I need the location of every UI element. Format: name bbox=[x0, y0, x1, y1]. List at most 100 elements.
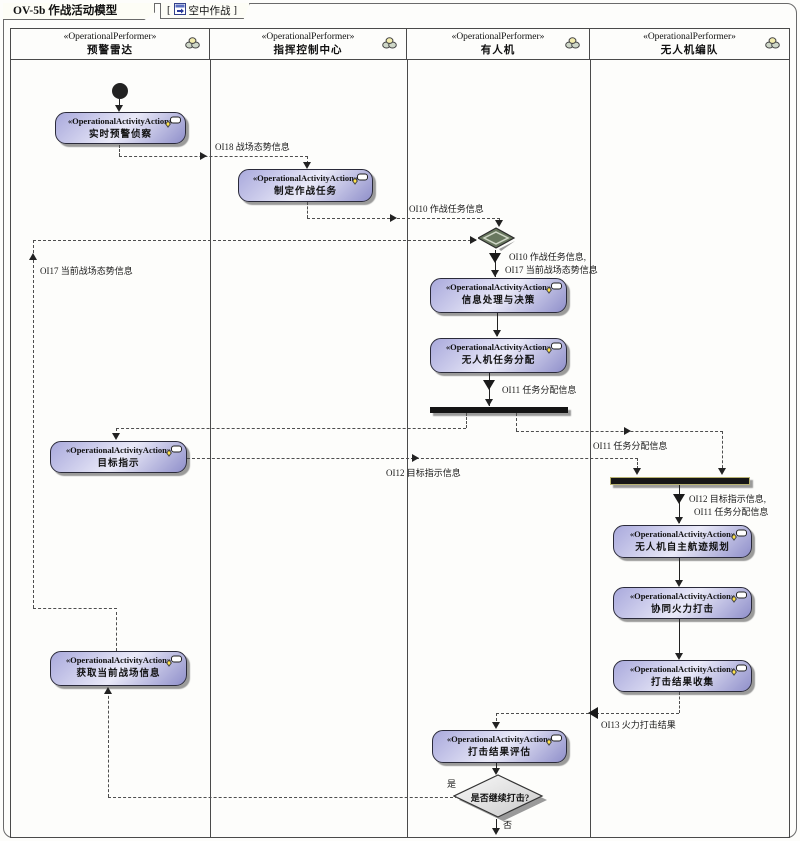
flow-line bbox=[116, 428, 466, 429]
activity-realtime-early-warning-recon[interactable]: «OperationalActivityAction» 实时预警侦察 bbox=[55, 112, 186, 144]
action-name: 无人机任务分配 bbox=[461, 356, 536, 366]
flow-line bbox=[116, 612, 117, 651]
flow-line bbox=[307, 156, 308, 164]
flow-label-oi10: OI10 作战任务信息 bbox=[409, 204, 484, 214]
performer-icon bbox=[185, 36, 200, 54]
action-name: 信息处理与决策 bbox=[461, 296, 536, 306]
flow-line bbox=[116, 428, 117, 437]
arrowhead bbox=[412, 454, 419, 462]
activity-get-current-battlefield-info[interactable]: «OperationalActivityAction» 获取当前战场信息 bbox=[50, 651, 187, 686]
arrowhead bbox=[675, 517, 683, 524]
lane-stereotype: «OperationalPerformer» bbox=[451, 32, 545, 42]
diagram-title: OV-5b 作战活动模型 bbox=[3, 3, 155, 20]
lane-name: 无人机编队 bbox=[660, 45, 719, 56]
flow-line bbox=[119, 145, 120, 156]
arrowhead bbox=[200, 152, 207, 160]
action-name: 制定作战任务 bbox=[273, 187, 337, 197]
activity-coordinated-fire-strike[interactable]: «OperationalActivityAction» 协同火力打击 bbox=[613, 587, 752, 619]
flow-line bbox=[307, 218, 500, 219]
flow-line bbox=[679, 619, 680, 657]
flow-label-join-line1: OI12 目标指示信息, bbox=[689, 494, 766, 504]
activity-uav-task-allocation[interactable]: «OperationalActivityAction» 无人机任务分配 bbox=[430, 338, 567, 373]
flow-label-oi12: OI12 目标指示信息 bbox=[386, 468, 461, 478]
flow-label-oi18: OI18 战场态势信息 bbox=[215, 142, 290, 152]
arrowhead bbox=[633, 468, 641, 475]
action-icon bbox=[164, 116, 181, 134]
action-stereotype: «OperationalActivityAction» bbox=[65, 445, 172, 455]
tab-label: 空中作战 bbox=[188, 6, 231, 17]
action-stereotype: «OperationalActivityAction» bbox=[629, 664, 736, 674]
arrowhead bbox=[588, 707, 598, 719]
flow-line bbox=[516, 413, 517, 431]
flow-line bbox=[516, 431, 723, 432]
arrowhead bbox=[495, 220, 503, 227]
arrowhead bbox=[115, 105, 123, 112]
flow-line bbox=[33, 240, 34, 608]
lane-header-manned-aircraft[interactable]: «OperationalPerformer» 有人机 bbox=[406, 28, 590, 60]
arrowhead bbox=[624, 427, 631, 435]
action-name: 目标指示 bbox=[97, 459, 140, 469]
arrowhead bbox=[491, 270, 499, 277]
activity-target-indication[interactable]: «OperationalActivityAction» 目标指示 bbox=[50, 441, 187, 473]
activity-diagram-icon bbox=[173, 3, 186, 18]
performer-icon bbox=[765, 36, 780, 54]
arrowhead bbox=[29, 253, 37, 260]
diagram-tab[interactable]: [ 空中作战 ] bbox=[160, 3, 250, 19]
flow-label-oi17: OI17 当前战场态势信息 bbox=[40, 266, 133, 276]
decision-node[interactable] bbox=[453, 773, 549, 823]
action-icon bbox=[730, 591, 747, 609]
arrowhead bbox=[470, 236, 477, 244]
activity-formulate-combat-mission[interactable]: «OperationalActivityAction» 制定作战任务 bbox=[238, 169, 373, 202]
lane-name: 有人机 bbox=[480, 45, 516, 56]
activity-uav-autonomous-path-planning[interactable]: «OperationalActivityAction» 无人机自主航迹规划 bbox=[613, 525, 752, 558]
flow-line bbox=[495, 250, 496, 277]
action-stereotype: «OperationalActivityAction» bbox=[67, 116, 174, 126]
action-stereotype: «OperationalActivityAction» bbox=[629, 591, 736, 601]
activity-strike-result-evaluation[interactable]: «OperationalActivityAction» 打击结果评估 bbox=[432, 730, 567, 763]
flow-label-join-line2: OI11 任务分配信息 bbox=[694, 507, 769, 517]
flow-label-no: 否 bbox=[503, 820, 513, 830]
initial-node[interactable] bbox=[112, 83, 128, 99]
flow-label-yes: 是 bbox=[447, 779, 457, 789]
action-name: 打击结果收集 bbox=[650, 678, 714, 688]
join-bar[interactable] bbox=[610, 477, 750, 485]
fork-bar[interactable] bbox=[430, 407, 568, 413]
flow-line bbox=[679, 558, 680, 584]
arrowhead bbox=[303, 162, 311, 169]
lane-divider-1 bbox=[210, 60, 211, 838]
action-name: 打击结果评估 bbox=[467, 748, 531, 758]
flow-line bbox=[722, 431, 723, 473]
arrowhead bbox=[390, 214, 397, 222]
arrowhead bbox=[112, 433, 120, 440]
action-stereotype: «OperationalActivityAction» bbox=[446, 734, 553, 744]
action-icon bbox=[545, 734, 562, 752]
activity-info-processing-decision[interactable]: «OperationalActivityAction» 信息处理与决策 bbox=[430, 278, 567, 313]
arrowhead bbox=[104, 687, 112, 694]
action-name: 实时预警侦察 bbox=[88, 130, 152, 140]
activity-strike-result-collection[interactable]: «OperationalActivityAction» 打击结果收集 bbox=[613, 660, 752, 692]
lane-name: 指挥控制中心 bbox=[273, 45, 343, 56]
arrowhead bbox=[673, 494, 685, 504]
action-icon bbox=[351, 173, 368, 191]
action-stereotype: «OperationalActivityAction» bbox=[252, 173, 359, 183]
arrowhead bbox=[492, 768, 500, 775]
lane-header-early-warning-radar[interactable]: «OperationalPerformer» 预警雷达 bbox=[10, 28, 210, 60]
lane-stereotype: «OperationalPerformer» bbox=[643, 32, 736, 42]
lane-header-uav-formation[interactable]: «OperationalPerformer» 无人机编队 bbox=[589, 28, 790, 60]
lane-headers: «OperationalPerformer» 预警雷达 «Operational… bbox=[10, 28, 790, 60]
flow-line bbox=[497, 313, 498, 336]
merge-node[interactable] bbox=[478, 225, 520, 255]
action-icon bbox=[545, 282, 562, 300]
action-icon bbox=[165, 655, 182, 673]
action-name: 协同火力打击 bbox=[650, 605, 714, 615]
flow-line bbox=[496, 819, 497, 832]
flow-line bbox=[108, 691, 109, 797]
tab-open-bracket: [ bbox=[167, 5, 171, 16]
arrowhead bbox=[675, 580, 683, 587]
lane-stereotype: «OperationalPerformer» bbox=[261, 32, 355, 42]
flow-line bbox=[466, 413, 467, 428]
tab-close-bracket: ] bbox=[233, 5, 238, 16]
lane-header-command-control-center[interactable]: «OperationalPerformer» 指挥控制中心 bbox=[209, 28, 407, 60]
action-icon bbox=[545, 342, 562, 360]
